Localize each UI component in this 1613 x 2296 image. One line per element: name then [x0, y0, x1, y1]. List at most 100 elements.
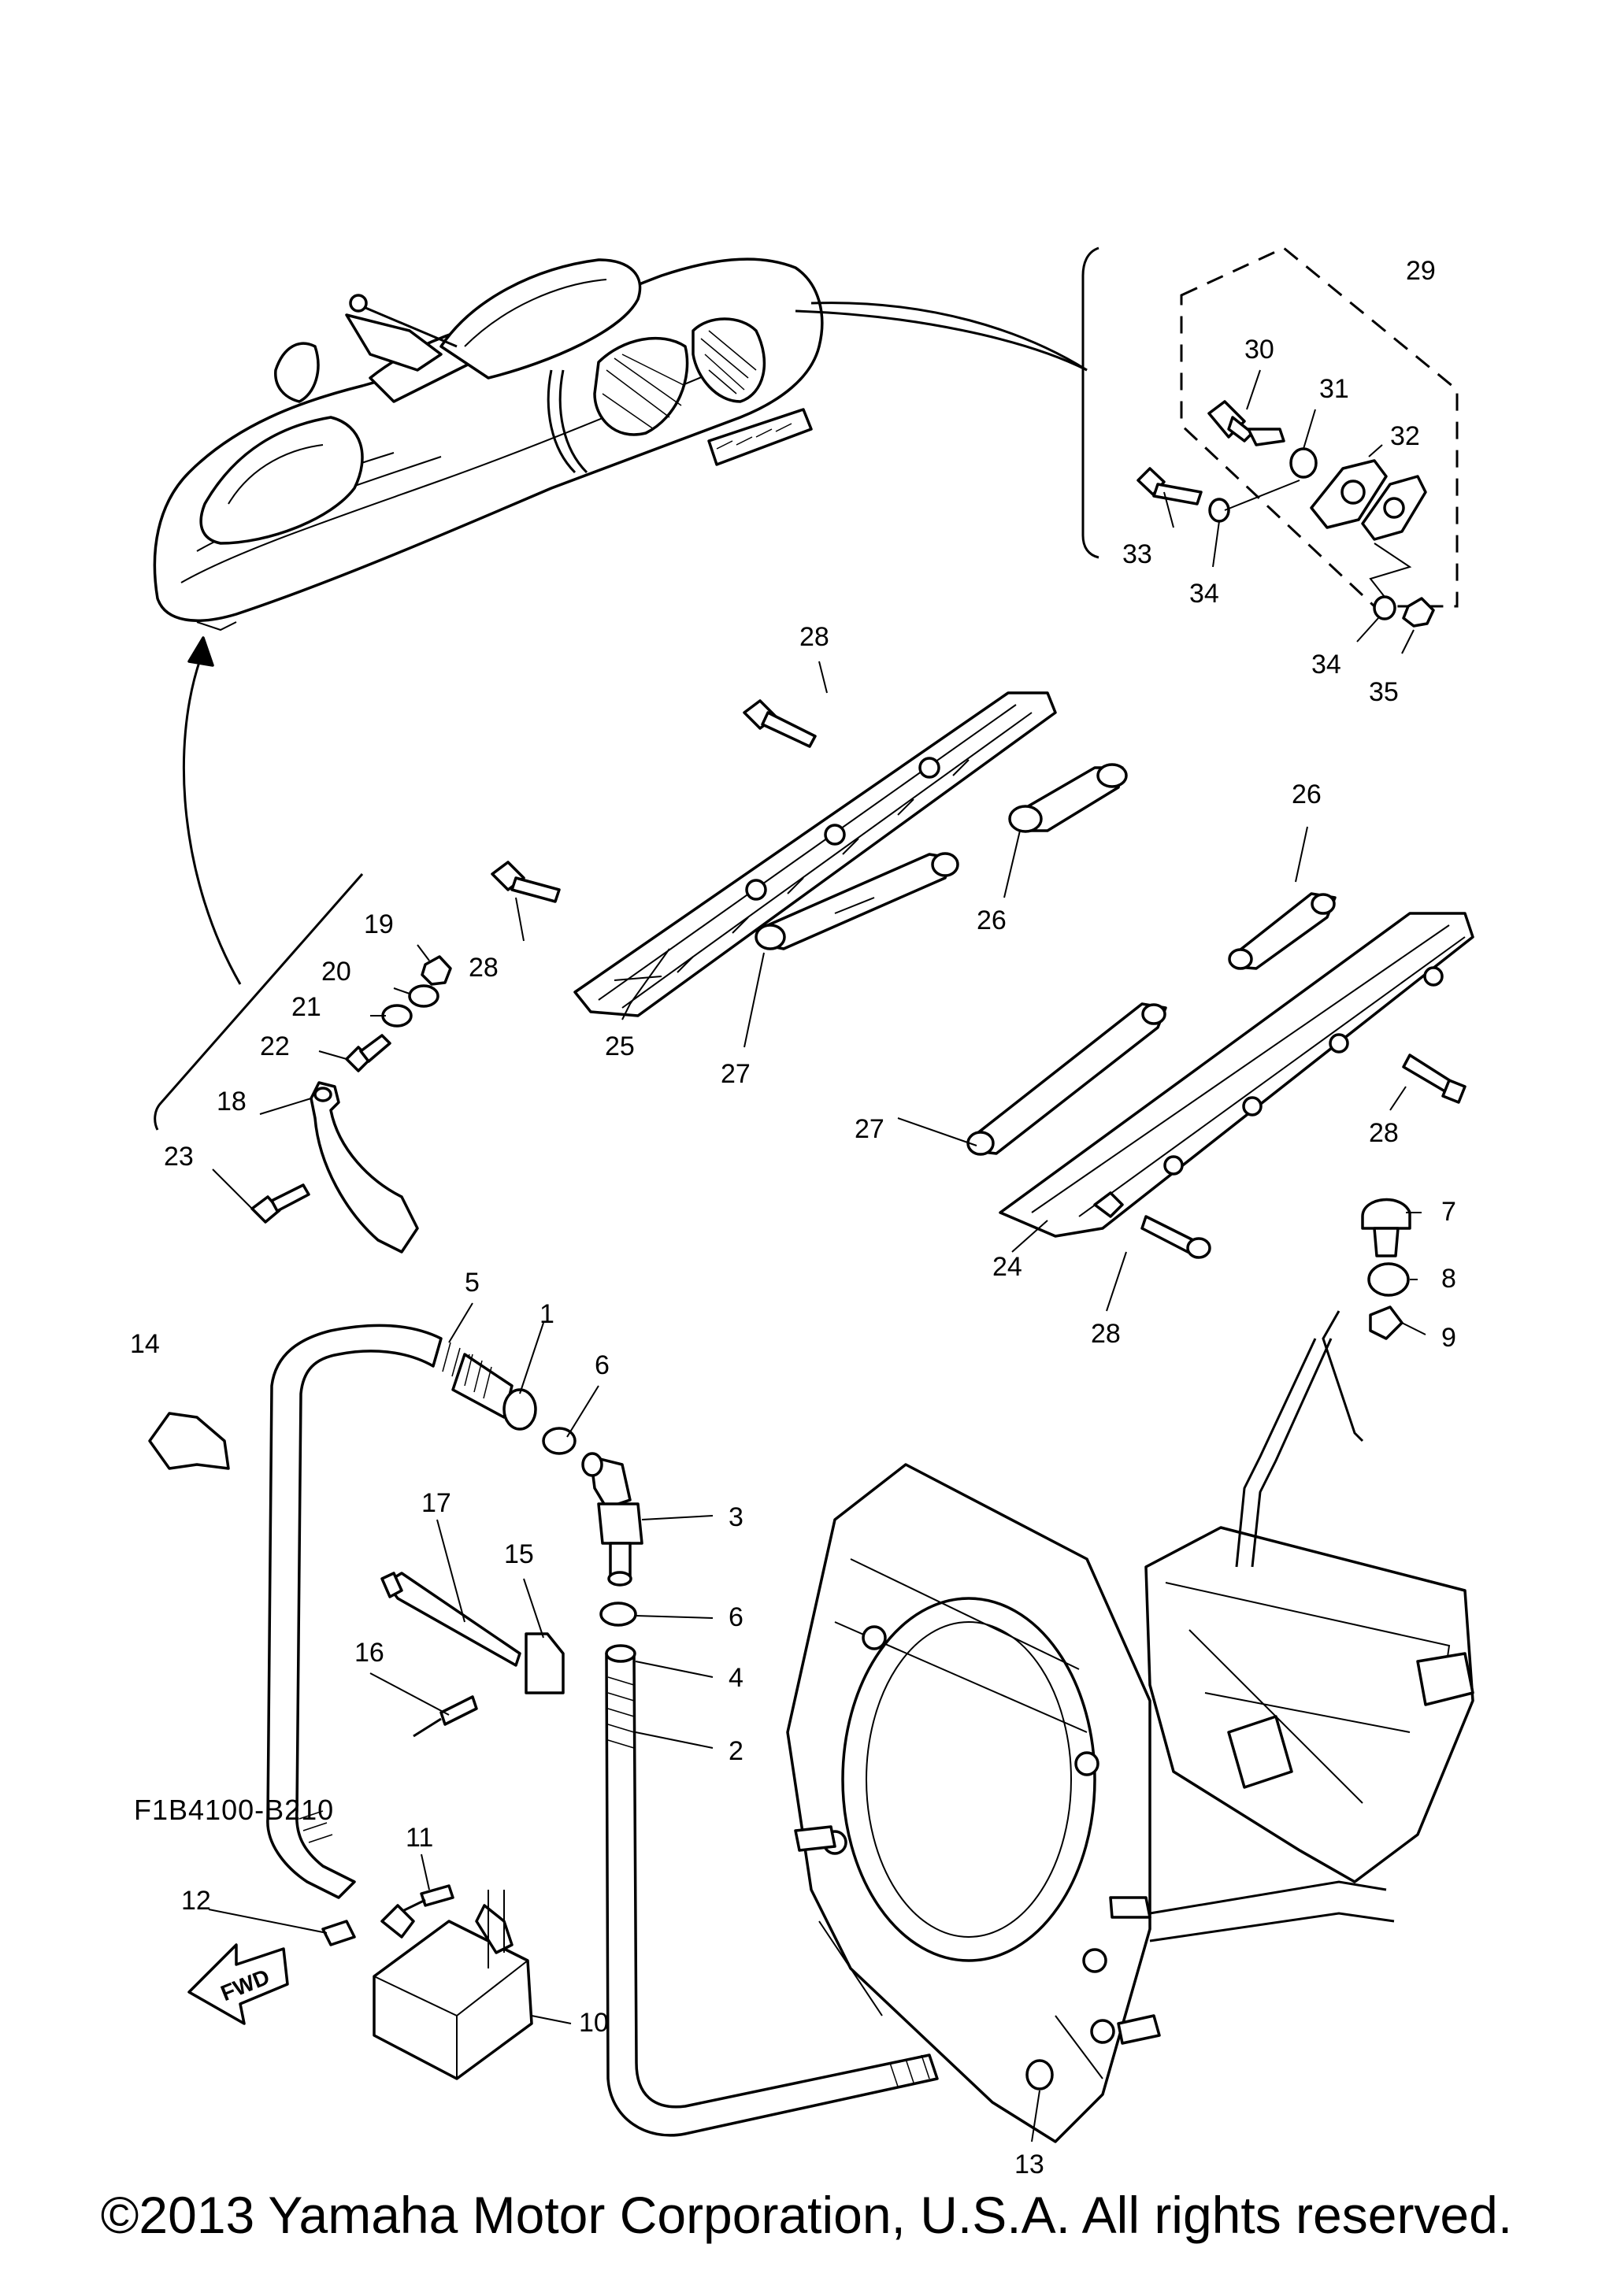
callout-27a: 27: [721, 1059, 751, 1089]
callout-6a: 6: [595, 1350, 610, 1380]
callout-8: 8: [1441, 1264, 1456, 1294]
bracket-29: [1081, 246, 1099, 559]
part-13-clamp: [1025, 2059, 1054, 2090]
part-16-rivet: [413, 1695, 478, 1738]
part-23-bolt: [250, 1183, 310, 1224]
callout-25: 25: [605, 1031, 635, 1061]
part-6-clamp-lower: [599, 1602, 637, 1627]
callout-10: 10: [579, 2008, 609, 2038]
callout-31: 31: [1319, 374, 1349, 404]
part-15-clamp: [525, 1632, 565, 1694]
part-34-washer-b: [1373, 595, 1396, 620]
part-18-handle: [310, 1081, 419, 1254]
part-28-bolt-b: [491, 861, 561, 903]
callout-24: 24: [992, 1252, 1022, 1282]
callout-35: 35: [1369, 677, 1399, 707]
callout-27b: 27: [855, 1114, 884, 1144]
part-22-bolt: [345, 1034, 391, 1072]
part-14-clip: [148, 1412, 230, 1470]
part-25-sponson: [573, 691, 1057, 1017]
part-30-drain-plug: [1207, 400, 1285, 446]
drawing-code: F1B4100-B210: [134, 1794, 335, 1826]
part-7-plug: [1361, 1198, 1411, 1257]
part-26-link-upper: [1008, 763, 1128, 833]
part-17-cable-tie: [380, 1572, 521, 1667]
callout-13: 13: [1014, 2150, 1044, 2179]
copyright-notice: ©2013 Yamaha Motor Corporation, U.S.A. A…: [100, 2186, 1513, 2244]
callout-11: 11: [406, 1823, 433, 1853]
callout-4: 4: [729, 1663, 743, 1693]
part-27-link-lower: [966, 1002, 1167, 1156]
part-24-sponson: [999, 912, 1474, 1238]
part-33-bolt: [1137, 467, 1203, 505]
callout-34b: 34: [1311, 650, 1341, 680]
part-12-clamp: [321, 1920, 356, 1946]
callout-34a: 34: [1189, 579, 1219, 609]
pipe-lower-b: [1149, 1912, 1395, 1942]
callout-28a: 28: [799, 622, 829, 652]
callout-32: 32: [1390, 421, 1420, 451]
callout-29: 29: [1406, 256, 1436, 286]
callout-33: 33: [1122, 539, 1152, 569]
callout-19: 19: [364, 909, 394, 939]
part-20-washer: [408, 984, 439, 1008]
callout-2: 2: [729, 1736, 743, 1766]
callout-17: 17: [421, 1488, 451, 1518]
part-26-link-lower: [1228, 892, 1337, 970]
part-28-bolt-a: [743, 699, 817, 748]
callout-3: 3: [729, 1502, 743, 1532]
part-28-bolt-c: [1402, 1054, 1467, 1104]
cooling-pipe-b: [1251, 1338, 1333, 1568]
part-27-link-upper: [755, 852, 959, 950]
part-21-washer: [381, 1004, 413, 1028]
callout-6b: 6: [729, 1602, 743, 1632]
callout-14: 14: [130, 1329, 160, 1359]
part-3-valve: [581, 1452, 643, 1587]
callout-23: 23: [164, 1142, 194, 1172]
fwd-direction-arrow: FWD: [187, 1943, 289, 2025]
leader-craft-to-29b: [810, 302, 1088, 372]
watercraft-illustration: [153, 257, 824, 631]
callout-28d: 28: [1091, 1319, 1121, 1349]
part-19-nut: [421, 955, 452, 986]
callout-20: 20: [321, 957, 351, 987]
part-32-flange: [1310, 459, 1427, 541]
part-28-bolt-d: [1140, 1215, 1211, 1259]
part-1-hose-end: [502, 1388, 537, 1431]
callout-26b: 26: [1292, 780, 1322, 809]
callout-15: 15: [504, 1539, 534, 1569]
part-31-o-ring: [1289, 447, 1318, 479]
part-4-hose-end: [605, 1644, 636, 1663]
kit-29-outline: [1180, 246, 1459, 608]
callout-26a: 26: [977, 905, 1007, 935]
callout-28b: 28: [469, 953, 499, 983]
part-6-clamp-upper: [542, 1427, 577, 1455]
callout-9: 9: [1441, 1323, 1456, 1353]
part-8-ring: [1367, 1262, 1410, 1297]
pipe-lower-a: [1149, 1880, 1387, 1915]
cooling-pipe-a: [1235, 1338, 1317, 1568]
part-9-clamp: [1369, 1305, 1403, 1340]
callout-5: 5: [465, 1268, 480, 1298]
arrow-detail-to-craft: [182, 657, 242, 985]
callout-7: 7: [1441, 1197, 1456, 1227]
callout-1: 1: [540, 1299, 554, 1329]
callout-18: 18: [217, 1087, 247, 1117]
callout-28c: 28: [1369, 1118, 1399, 1148]
cooling-bracket: [1322, 1310, 1364, 1442]
bracket-18-23: [154, 873, 364, 1131]
callout-22: 22: [260, 1031, 290, 1061]
callout-16: 16: [354, 1638, 384, 1668]
part-11-rivet: [397, 1884, 454, 1915]
callout-21: 21: [291, 992, 321, 1022]
callout-30: 30: [1244, 335, 1274, 365]
leader-craft-to-29: [795, 309, 1088, 372]
part-35-nut: [1402, 597, 1435, 628]
part-10-control-box: [373, 1890, 533, 2080]
part-5-hose: [266, 1324, 443, 1899]
jet-nozzle-housing: [1144, 1526, 1474, 1883]
callout-12: 12: [181, 1886, 211, 1916]
jet-pump-housing: [786, 1463, 1161, 2143]
part-2-hose: [605, 1652, 939, 2137]
